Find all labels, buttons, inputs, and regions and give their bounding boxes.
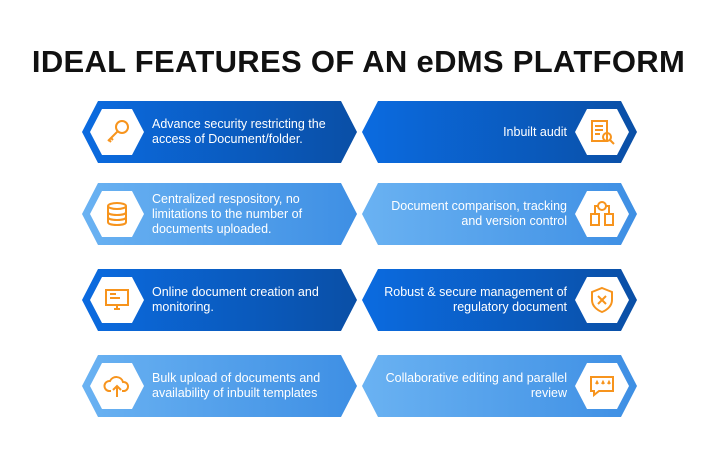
feature-card-audit: Inbuilt audit bbox=[362, 101, 637, 163]
feature-text: Centralized respository, no limitations … bbox=[152, 191, 303, 236]
monitor-icon bbox=[90, 277, 144, 323]
feature-text: Collaborative editing and parallel revie… bbox=[385, 371, 567, 400]
feature-card-regulatory: Robust & secure management of regulatory… bbox=[362, 269, 637, 331]
page-title: IDEAL FEATURES OF AN eDMS PLATFORM bbox=[31, 44, 686, 79]
feature-card-version-control: Document comparison, tracking and versio… bbox=[362, 183, 637, 245]
shield-icon bbox=[575, 277, 629, 323]
feature-card-repository: Centralized respository, no limitations … bbox=[82, 183, 357, 245]
key-icon bbox=[90, 109, 144, 155]
feature-text: Online document creation and monitoring. bbox=[152, 285, 319, 314]
audit-checklist-icon bbox=[575, 109, 629, 155]
feature-card-online-creation: Online document creation and monitoring. bbox=[82, 269, 357, 331]
review-stars-icon bbox=[575, 363, 629, 409]
cloud-upload-icon bbox=[90, 363, 144, 409]
version-control-icon bbox=[575, 191, 629, 237]
feature-card-collaborative: Collaborative editing and parallel revie… bbox=[362, 355, 637, 417]
feature-text: Bulk upload of documents and availabilit… bbox=[152, 371, 321, 400]
database-icon bbox=[90, 191, 144, 237]
feature-card-security: Advance security restricting the access … bbox=[82, 101, 357, 163]
feature-text: Inbuilt audit bbox=[503, 124, 567, 139]
feature-text: Robust & secure management of regulatory… bbox=[384, 285, 567, 314]
feature-card-bulk-upload: Bulk upload of documents and availabilit… bbox=[82, 355, 357, 417]
feature-text: Advance security restricting the access … bbox=[152, 117, 326, 146]
feature-text: Document comparison, tracking and versio… bbox=[391, 199, 567, 228]
